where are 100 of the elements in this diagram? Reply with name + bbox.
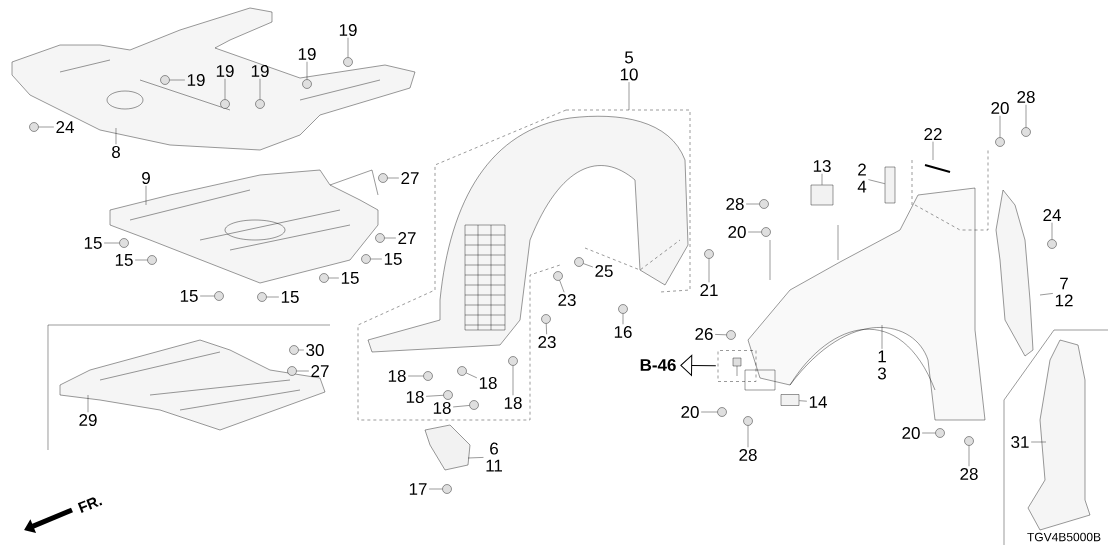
fastener <box>119 238 129 248</box>
leader-line <box>512 365 514 396</box>
fastener <box>1047 239 1057 249</box>
fastener <box>29 122 39 132</box>
fastener <box>287 366 297 376</box>
reference-label: B-46 <box>640 359 676 372</box>
leader-line <box>38 126 55 128</box>
leader-line <box>425 395 444 397</box>
fastener <box>257 292 267 302</box>
leader-line <box>407 375 424 377</box>
callout-number: 28 <box>1017 91 1035 104</box>
small-part <box>780 394 800 406</box>
leader-line <box>224 78 226 100</box>
reference-arrow <box>680 354 717 376</box>
leader-line <box>868 179 885 184</box>
fastener <box>443 390 453 400</box>
leader-line <box>370 258 383 260</box>
leader-line <box>199 295 215 297</box>
callout-number: 18 <box>388 370 406 383</box>
callout-number: 15 <box>84 237 102 249</box>
dashed-box <box>717 350 757 382</box>
leader-line <box>115 127 117 145</box>
callout-number: 15 <box>384 253 402 265</box>
leader-line <box>583 263 594 268</box>
callout-number: 2 4 <box>857 163 867 193</box>
callout-number: 24 <box>1043 209 1061 221</box>
leader-line <box>932 141 934 161</box>
callout-number: 19 <box>251 65 269 78</box>
callout-number: 29 <box>79 414 97 427</box>
leader-line <box>328 277 340 279</box>
fastener <box>508 356 518 366</box>
fastener <box>375 233 385 243</box>
callout-number: 27 <box>401 172 419 184</box>
fastener <box>759 199 769 209</box>
callout-number: 30 <box>306 344 324 357</box>
leader-line <box>708 258 710 283</box>
callout-number: 28 <box>739 449 757 462</box>
callout-number: 19 <box>216 65 234 78</box>
leader-line <box>467 457 484 459</box>
callout-number: 13 <box>813 160 831 173</box>
fastener <box>289 345 299 355</box>
fastener <box>1021 127 1031 137</box>
fastener <box>255 99 265 109</box>
callout-number: 31 <box>1011 436 1029 449</box>
fastener <box>214 291 224 301</box>
callout-number: 19 <box>298 48 316 61</box>
leader-line <box>169 79 186 81</box>
leader-line <box>1030 441 1047 443</box>
drawing-code: TGV4B5000B <box>1027 532 1101 542</box>
fastener <box>378 173 388 183</box>
callout-number: 14 <box>809 396 827 408</box>
callout-number: 27 <box>398 232 416 244</box>
callout-number: 6 11 <box>486 442 502 472</box>
small-part <box>810 184 834 206</box>
leader-line <box>296 370 310 372</box>
callout-number: 15 <box>281 291 299 303</box>
leader-line <box>881 324 883 350</box>
fastener <box>361 254 371 264</box>
callout-number: 7 12 <box>1055 277 1073 307</box>
callout-number: 15 <box>115 254 133 266</box>
leader-line <box>428 488 443 490</box>
leader-line <box>347 37 349 58</box>
fastener <box>442 484 452 494</box>
leader-line <box>103 242 120 244</box>
leader-line <box>714 334 727 336</box>
callout-number: 20 <box>902 427 920 440</box>
leader-line <box>384 237 397 239</box>
fastener <box>160 75 170 85</box>
fastener <box>743 416 753 426</box>
callout-number: 23 <box>558 294 576 307</box>
leader-line <box>259 78 261 100</box>
callout-number: 16 <box>614 326 632 339</box>
leader-line <box>145 185 147 206</box>
leader-line <box>799 400 808 402</box>
small-part <box>884 166 896 204</box>
leader-line <box>700 411 718 413</box>
callout-number: 9 <box>142 172 150 185</box>
callout-number: 26 <box>695 328 713 341</box>
callout-number: 20 <box>728 226 746 239</box>
fastener <box>541 314 551 324</box>
fastener <box>469 400 479 410</box>
leader-line <box>921 432 936 434</box>
leader-line <box>266 296 280 298</box>
leader-line <box>747 425 749 448</box>
leader-line <box>1039 293 1054 296</box>
callout-number: 15 <box>180 290 198 302</box>
leader-line <box>628 81 630 111</box>
callout-number: 28 <box>960 468 978 481</box>
leader-line <box>87 394 89 413</box>
leader-line <box>622 313 624 325</box>
fastener <box>147 255 157 265</box>
callout-number: 8 <box>112 146 120 159</box>
callout-number: 20 <box>991 102 1009 115</box>
leader-line <box>968 445 970 467</box>
callout-number: 20 <box>681 406 699 419</box>
callout-number: 17 <box>409 483 427 495</box>
leader-line <box>1051 222 1053 240</box>
callout-number: 5 10 <box>620 51 638 81</box>
fastener <box>704 249 714 259</box>
leader-line <box>546 323 547 335</box>
